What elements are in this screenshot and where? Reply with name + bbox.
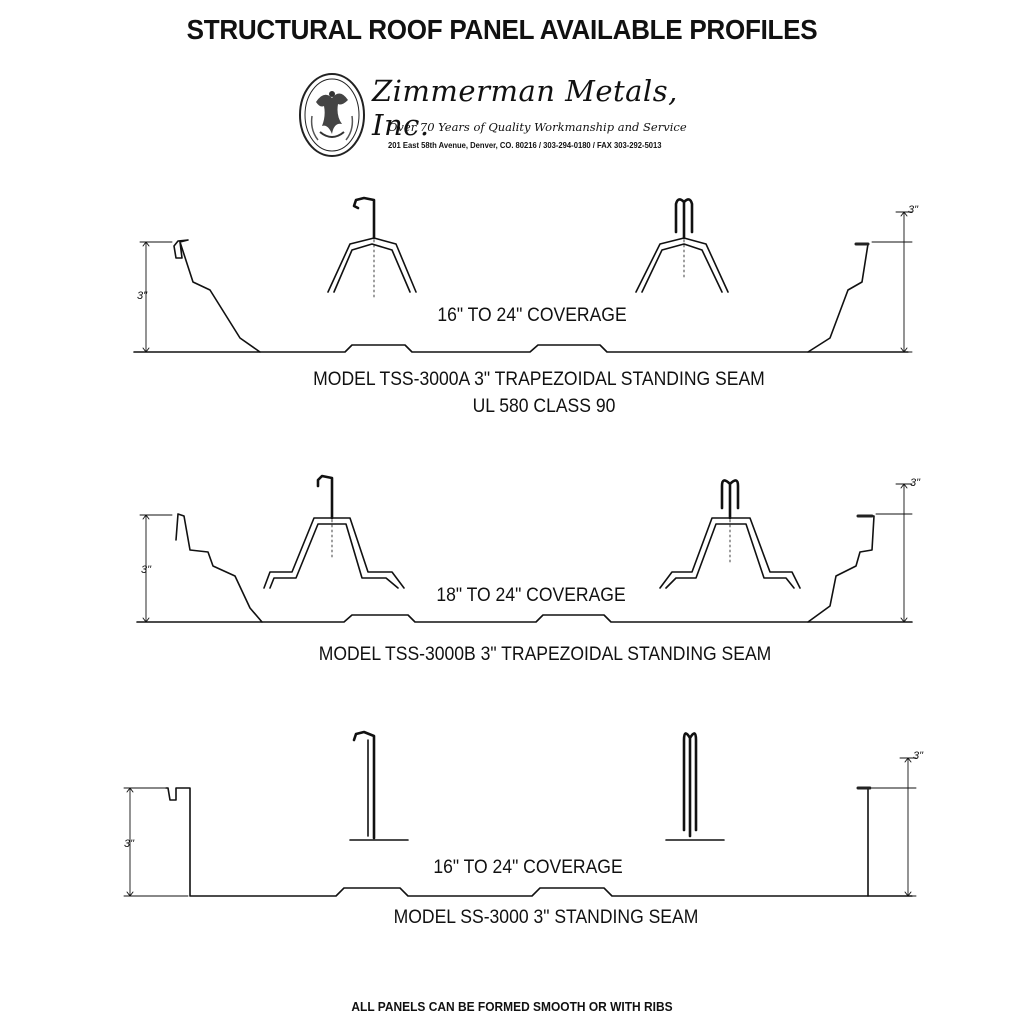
height-label-right: 3" (908, 204, 919, 216)
footer-note: ALL PANELS CAN BE FORMED SMOOTH OR WITH … (351, 999, 673, 1014)
height-label-left: 3" (124, 838, 135, 850)
coverage-label: 18" TO 24" COVERAGE (436, 584, 626, 606)
seam-clip-left (263, 474, 405, 589)
dimension-line-left (139, 241, 173, 353)
model-label: MODEL TSS-3000A 3" TRAPEZOIDAL STANDING … (313, 368, 765, 390)
eagle-seal-icon (299, 73, 365, 157)
profile-tss-3000a-drawing (133, 196, 913, 353)
panel-outline (133, 239, 261, 353)
profile-ss-3000-drawing (123, 730, 917, 897)
height-label-right: 3" (910, 477, 921, 489)
model-label: MODEL TSS-3000B 3" TRAPEZOIDAL STANDING … (318, 643, 772, 665)
company-address: 201 East 58th Avenue, Denver, CO. 80216 … (388, 140, 662, 150)
seam-clip-right (659, 479, 801, 589)
height-label-right: 3" (913, 750, 924, 762)
model-label: MODEL SS-3000 3" STANDING SEAM (393, 906, 699, 928)
rating-label: UL 580 CLASS 90 (472, 395, 616, 417)
seam-clip-left (349, 730, 409, 841)
coverage-label: 16" TO 24" COVERAGE (433, 856, 623, 878)
coverage-label: 16" TO 24" COVERAGE (437, 304, 627, 326)
seam-clip-left (327, 196, 417, 299)
company-name: Zimmerman Metals, Inc. (372, 74, 678, 142)
height-label-left: 3" (141, 564, 152, 576)
seam-clip-right (635, 198, 729, 293)
panel-outline (136, 513, 263, 623)
dimension-line-right (871, 211, 913, 353)
page-title: STRUCTURAL ROOF PANEL AVAILABLE PROFILES (186, 14, 818, 45)
height-label-left: 3" (137, 290, 148, 302)
profile-tss-3000b-drawing (136, 474, 913, 623)
company-tagline: Over 70 Years of Quality Workmanship and… (388, 120, 687, 134)
seam-clip-right (665, 732, 725, 841)
panel-outline (165, 787, 869, 897)
